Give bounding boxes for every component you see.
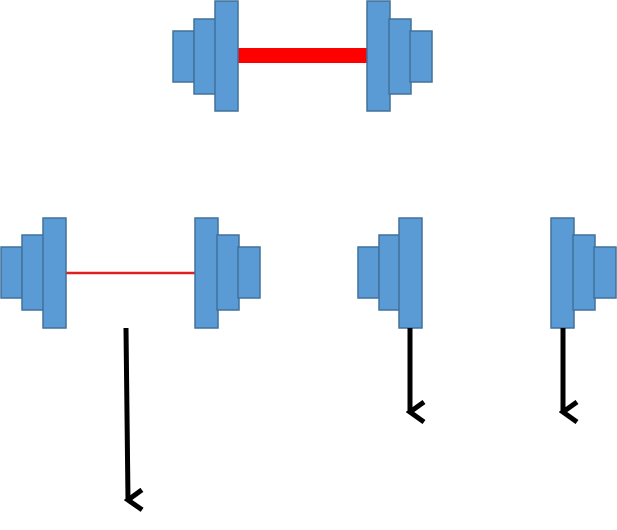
arrow-long-down-icon bbox=[123, 327, 128, 500]
plate-right-large bbox=[550, 217, 575, 329]
plate-right-small bbox=[593, 246, 617, 299]
plate-right-medium bbox=[572, 234, 596, 311]
plate-left-medium bbox=[21, 234, 45, 311]
left-weight-alone bbox=[357, 217, 423, 329]
plate-right-large bbox=[194, 217, 219, 329]
plate-left-small bbox=[357, 246, 380, 299]
dumbbell-bar-thick bbox=[238, 48, 367, 63]
plate-right-large bbox=[366, 0, 391, 112]
plate-right-medium bbox=[216, 234, 240, 311]
plate-left-medium bbox=[378, 234, 402, 311]
plate-left-large bbox=[42, 217, 67, 329]
plate-left-large bbox=[398, 217, 423, 329]
plate-right-small bbox=[237, 246, 261, 299]
plate-left-medium bbox=[193, 18, 217, 95]
plate-left-small bbox=[172, 30, 195, 83]
plate-left-large bbox=[214, 0, 239, 112]
dumbbell-split bbox=[0, 217, 261, 329]
plate-right-medium bbox=[388, 18, 412, 95]
dumbbell-whole bbox=[172, 0, 433, 112]
plate-right-small bbox=[409, 30, 433, 83]
right-weight-alone bbox=[550, 217, 617, 329]
plate-left-small bbox=[0, 246, 23, 299]
